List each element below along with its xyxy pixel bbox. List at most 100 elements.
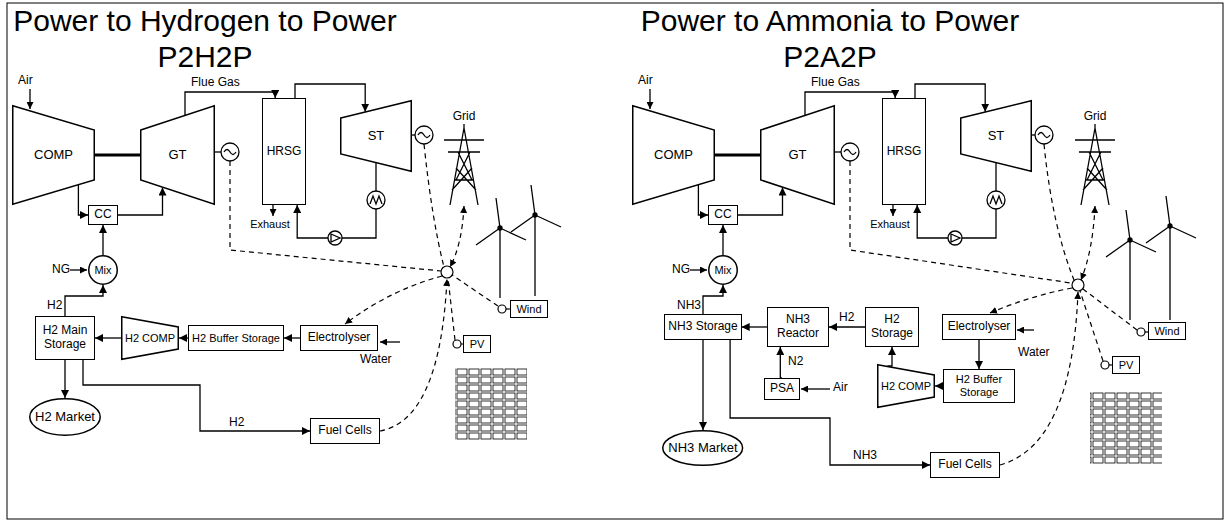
flow-line bbox=[95, 337, 121, 338]
flow-line bbox=[722, 225, 723, 255]
node-text: CC bbox=[94, 208, 111, 222]
flow-line bbox=[83, 360, 310, 431]
panel-title: Power to Ammonia to Power bbox=[641, 4, 1020, 37]
node-text: H2 COMP bbox=[881, 380, 931, 393]
compressor: COMP bbox=[12, 105, 95, 205]
node-text: Electrolyser bbox=[948, 320, 1011, 334]
flow-line bbox=[65, 285, 103, 316]
combustor-box: CC bbox=[708, 205, 738, 225]
flow-line bbox=[738, 188, 783, 216]
flow-line bbox=[978, 340, 979, 369]
flow-line bbox=[702, 340, 703, 430]
stream-label: Water bbox=[360, 353, 392, 366]
node-text: GT bbox=[168, 148, 186, 163]
h2-compressor: H2 COMP bbox=[121, 316, 179, 360]
stream-label: Exhaust bbox=[870, 218, 910, 230]
h2-compressor: H2 COMP bbox=[877, 364, 935, 408]
flow-line bbox=[887, 347, 892, 366]
stream-label: H2 bbox=[46, 299, 63, 312]
node-text: Wind bbox=[1154, 325, 1179, 338]
flow-line bbox=[118, 188, 163, 216]
psa-box: PSA bbox=[764, 378, 800, 400]
storage-box: H2 Storage bbox=[865, 307, 919, 347]
combustor-box: CC bbox=[88, 205, 118, 225]
stream-label: H2 bbox=[838, 311, 855, 324]
node-text: Mix bbox=[94, 264, 111, 277]
flow-line bbox=[297, 163, 376, 238]
flow-line bbox=[102, 225, 103, 255]
node-text: Mix bbox=[714, 264, 731, 277]
node-text: H2 Main Storage bbox=[36, 324, 94, 352]
node-text: HRSG bbox=[267, 145, 302, 159]
node-text: COMP bbox=[654, 148, 693, 163]
stream-label: Water bbox=[1018, 346, 1050, 359]
node-text: H2 Storage bbox=[866, 313, 918, 341]
node-text: GT bbox=[788, 148, 806, 163]
turbine-shaft bbox=[95, 154, 140, 157]
stream-label: N2 bbox=[787, 355, 804, 368]
node-text: NH3 Market bbox=[668, 441, 737, 456]
node-text: H2 Buffer Storage bbox=[944, 373, 1014, 398]
node-text: Fuel Cells bbox=[938, 458, 991, 472]
node-text: H2 COMP bbox=[125, 332, 175, 345]
electric-wiring bbox=[230, 144, 1137, 465]
panel-code: P2H2P bbox=[157, 40, 252, 73]
reactor-box: NH3 Reactor bbox=[767, 307, 829, 347]
electrolyser-box: Electrolyser bbox=[942, 314, 1016, 340]
node-text: HRSG bbox=[887, 145, 922, 159]
flow-line bbox=[829, 326, 865, 327]
source-box: Wind bbox=[1148, 322, 1186, 341]
grid-label: Grid bbox=[453, 110, 476, 123]
node-text: COMP bbox=[34, 148, 73, 163]
figure-frame bbox=[7, 3, 1223, 519]
buffer-box: H2 Buffer Storage bbox=[188, 325, 284, 351]
flow-line bbox=[742, 326, 767, 327]
stream-label: NH3 bbox=[852, 449, 878, 462]
fuel-cell-box: Fuel Cells bbox=[930, 452, 1000, 478]
wind-turbine bbox=[476, 185, 1196, 320]
fuel-cell-box: Fuel Cells bbox=[310, 418, 380, 444]
node-text: Wind bbox=[516, 303, 541, 316]
stream-label: Flue Gas bbox=[810, 76, 861, 89]
node-text: ST bbox=[988, 129, 1005, 144]
storage-box: H2 Main Storage bbox=[35, 316, 95, 360]
flow-line bbox=[64, 360, 65, 398]
flow-line bbox=[703, 285, 723, 314]
market-ellipse: NH3 Market bbox=[662, 430, 743, 466]
stream-label: H2 bbox=[228, 416, 245, 429]
electrolyser-box: Electrolyser bbox=[300, 325, 378, 351]
panel-code: P2A2P bbox=[783, 40, 876, 73]
turbine-shaft bbox=[715, 154, 760, 157]
flow-line bbox=[284, 337, 300, 338]
node-text: Fuel Cells bbox=[318, 424, 371, 438]
source-box: PV bbox=[463, 335, 491, 354]
source-box: PV bbox=[1112, 356, 1140, 375]
node-text: PSA bbox=[770, 382, 794, 396]
node-text: ST bbox=[368, 129, 385, 144]
stream-label: NG bbox=[52, 263, 70, 276]
stream-label: NH3 bbox=[676, 299, 702, 312]
flow-line bbox=[917, 163, 996, 238]
hrsg-box: HRSG bbox=[262, 98, 306, 205]
compressor: COMP bbox=[632, 105, 715, 205]
market-ellipse: H2 Market bbox=[29, 398, 101, 436]
mixer-circle: Mix bbox=[708, 255, 738, 285]
node-text: H2 Market bbox=[35, 410, 95, 425]
gas-turbine: GT bbox=[140, 105, 215, 205]
source-box: Wind bbox=[510, 300, 548, 319]
steam-turbine: ST bbox=[960, 100, 1032, 172]
mixer-circle: Mix bbox=[88, 255, 118, 285]
panel-title: Power to Hydrogen to Power bbox=[13, 4, 397, 37]
flow-line bbox=[780, 347, 782, 378]
pv-array bbox=[455, 368, 1162, 464]
stream-label: NG bbox=[672, 263, 690, 276]
node-text: PV bbox=[1119, 359, 1134, 372]
node-text: Electrolyser bbox=[308, 331, 371, 345]
hrsg-box: HRSG bbox=[882, 98, 926, 205]
stream-label: Flue Gas bbox=[190, 76, 241, 89]
buffer-box: H2 Buffer Storage bbox=[943, 369, 1015, 403]
node-text: NH3 Reactor bbox=[768, 313, 828, 341]
